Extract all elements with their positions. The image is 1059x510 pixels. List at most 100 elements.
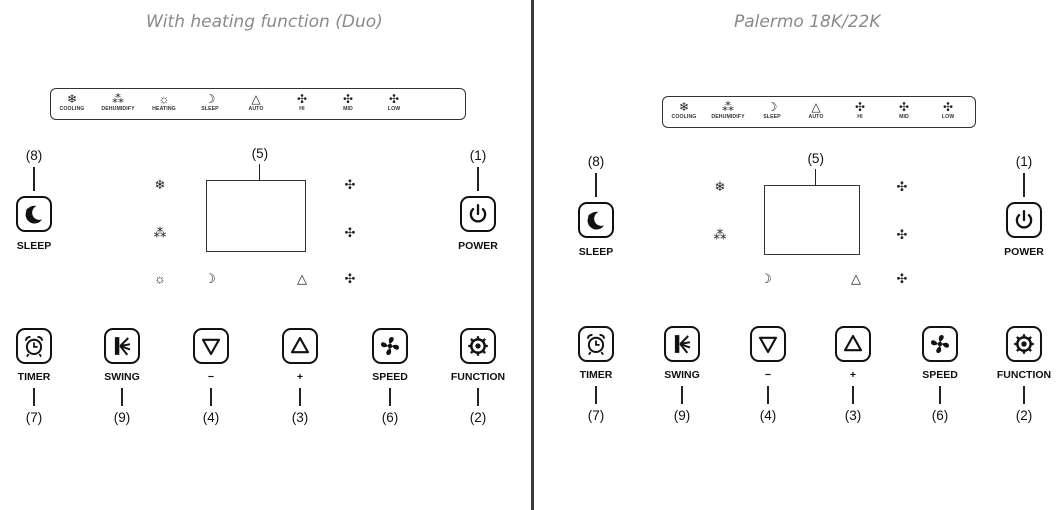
callout-line-5 <box>815 169 817 185</box>
callout-line-8 <box>595 173 597 197</box>
fan-icon: ✣ <box>344 271 356 286</box>
power-label: POWER <box>1004 246 1044 258</box>
down-button[interactable] <box>193 328 229 364</box>
fan-icon: ✣ <box>388 92 400 106</box>
indicator-label: HI <box>299 106 305 112</box>
speed-button[interactable] <box>372 328 408 364</box>
down-label: − <box>764 369 772 381</box>
power-label: POWER <box>458 240 498 252</box>
sleep-label: SLEEP <box>578 246 614 258</box>
fan-icon: ✣ <box>896 227 908 242</box>
left_panel-indicator-bar <box>50 88 466 120</box>
indicator-mid: ✣MID <box>882 100 926 120</box>
callout-line-up <box>299 388 301 406</box>
swing-label: SWING <box>664 369 700 381</box>
swing-icon <box>674 335 691 354</box>
up-button[interactable] <box>282 328 318 364</box>
power-button[interactable] <box>460 196 496 232</box>
indicator-dehumidify: ⁂DEHUMIDIFY <box>706 100 750 120</box>
speed-label: SPEED <box>922 369 958 381</box>
indicator-label: LOW <box>941 114 955 120</box>
fan-icon: ✣ <box>854 100 866 114</box>
indicator-label: SLEEP <box>763 114 781 120</box>
callout-up: (3) <box>291 410 309 425</box>
timer-button[interactable] <box>16 328 52 364</box>
indicator-label: HI <box>857 114 863 120</box>
indicator-hi: ✣HI <box>838 100 882 120</box>
callout-line-up <box>852 386 854 404</box>
sleep-button[interactable] <box>16 196 52 232</box>
indicator-label: MID <box>343 106 353 112</box>
speed-label: SPEED <box>372 371 408 383</box>
callout-line-down <box>767 386 769 404</box>
up-button[interactable] <box>835 326 871 362</box>
left_panel-title: With heating function (Duo) <box>146 12 383 32</box>
indicator-low: ✣LOW <box>926 100 970 120</box>
indicator-cooling: ❄COOLING <box>662 100 706 120</box>
callout-8: (8) <box>25 148 43 163</box>
callout-line-timer <box>595 386 597 404</box>
indicator-dehumidify: ⁂DEHUMIDIFY <box>96 92 140 112</box>
timer-button[interactable] <box>578 326 614 362</box>
swing-button[interactable] <box>664 326 700 362</box>
sun-icon: ☼ <box>158 92 170 106</box>
moon-icon: ☽ <box>766 100 778 114</box>
callout-line-swing <box>681 386 683 404</box>
up-icon <box>843 334 863 352</box>
droplets-icon: ⁂ <box>153 225 167 240</box>
right_panel-indicator-bar <box>662 96 976 128</box>
fan-icon: ✣ <box>942 100 954 114</box>
sleep-button[interactable] <box>578 202 614 238</box>
droplets-icon: ⁂ <box>112 92 124 106</box>
function-button[interactable] <box>1006 326 1042 362</box>
callout-1: (1) <box>469 148 487 163</box>
display-screen <box>206 180 306 252</box>
callout-5: (5) <box>807 151 824 166</box>
fan-icon: ✣ <box>344 225 356 240</box>
callout-5: (5) <box>251 146 269 161</box>
indicator-label: MID <box>899 114 909 120</box>
swing-button[interactable] <box>104 328 140 364</box>
indicator-label: COOLING <box>59 106 85 112</box>
indicator-label: LOW <box>387 106 401 112</box>
swing-icon <box>114 337 131 356</box>
speed-icon <box>380 336 400 356</box>
indicator-label: DEHUMIDIFY <box>711 114 745 120</box>
indicator-sleep: ☽SLEEP <box>188 92 232 112</box>
callout-swing: (9) <box>113 410 131 425</box>
indicator-label: COOLING <box>671 114 697 120</box>
up-icon <box>290 336 310 354</box>
up-label: + <box>849 369 857 381</box>
callout-line-timer <box>33 388 35 406</box>
callout-function: (2) <box>1015 408 1033 423</box>
snowflake-icon: ❄ <box>678 100 690 114</box>
callout-down: (4) <box>759 408 777 423</box>
panel-divider <box>531 0 534 510</box>
speed-button[interactable] <box>922 326 958 362</box>
power-button[interactable] <box>1006 202 1042 238</box>
droplets-icon: ⁂ <box>713 227 727 242</box>
function-button[interactable] <box>460 328 496 364</box>
triangle-icon: △ <box>251 92 261 106</box>
triangle-icon: △ <box>297 271 307 286</box>
function-icon <box>468 336 488 356</box>
fan-icon: ✣ <box>344 177 356 192</box>
power-icon <box>1015 209 1033 229</box>
snowflake-icon: ❄ <box>714 179 726 194</box>
indicator-label: HEATING <box>152 106 176 112</box>
down-button[interactable] <box>750 326 786 362</box>
moon-icon: ☽ <box>204 92 216 106</box>
callout-speed: (6) <box>931 408 949 423</box>
callout-function: (2) <box>469 410 487 425</box>
moon-icon: ☽ <box>760 271 772 286</box>
indicator-label: AUTO <box>248 106 264 112</box>
callout-line-1 <box>477 167 479 191</box>
indicator-mid: ✣MID <box>326 92 370 112</box>
triangle-icon: △ <box>811 100 821 114</box>
callout-line-speed <box>939 386 941 404</box>
fan-icon: ✣ <box>896 179 908 194</box>
swing-label: SWING <box>104 371 140 383</box>
callout-line-1 <box>1023 173 1025 197</box>
sun-icon: ☼ <box>154 271 166 286</box>
timer-icon <box>25 336 43 358</box>
